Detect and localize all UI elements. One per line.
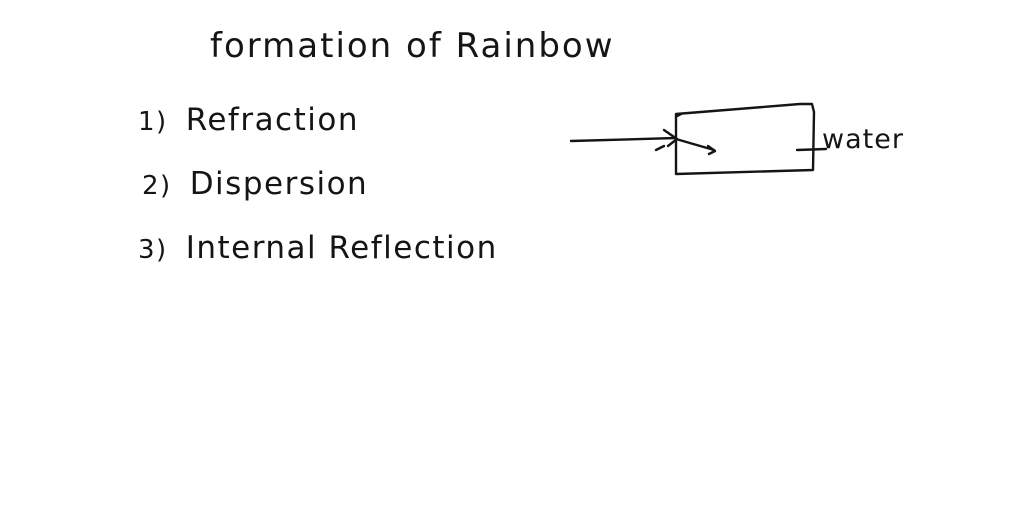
list-item-dispersion: 2) Dispersion [142, 166, 368, 202]
normal-dash [654, 144, 666, 152]
list-item-label: Internal Reflection [185, 230, 498, 266]
water-label: water [822, 124, 904, 155]
block-corner-tick [675, 112, 683, 118]
refracted-ray [674, 137, 716, 152]
list-item-number: 3) [138, 235, 168, 265]
list-item-refraction: 1) Refraction [138, 102, 359, 138]
list-item-number: 1) [138, 107, 168, 137]
list-item-internal-reflection: 3) Internal Reflection [138, 230, 498, 266]
list-item-number: 2) [142, 171, 172, 201]
refracted-arrowhead-icon [706, 144, 717, 156]
list-item-label: Refraction [185, 102, 359, 138]
list-item-label: Dispersion [189, 166, 369, 202]
water-block [674, 102, 816, 176]
page-title: formation of Rainbow [210, 26, 615, 66]
incident-ray [569, 136, 678, 143]
label-pointer [795, 147, 828, 152]
